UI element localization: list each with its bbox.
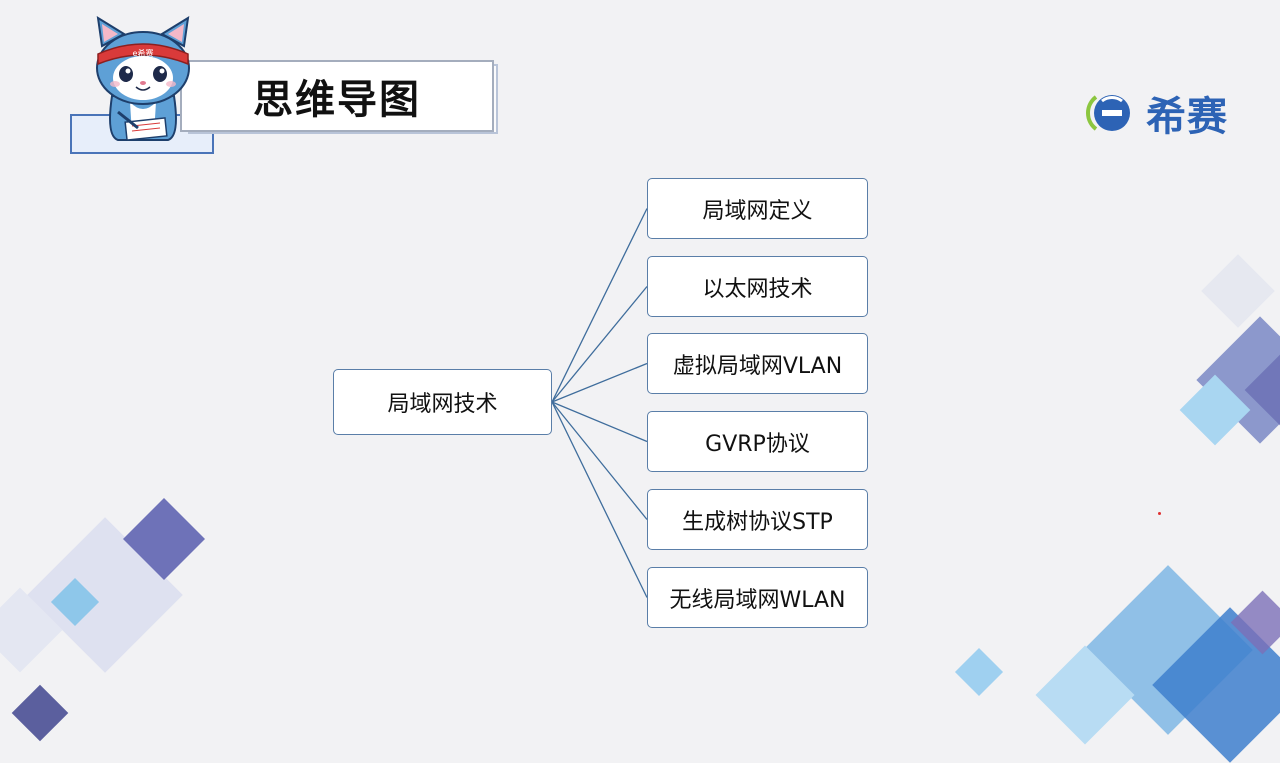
branch-label: 以太网技术 [702, 276, 813, 302]
branch-label: 无线局域网WLAN [669, 587, 846, 613]
e-circle-logo-icon [1086, 95, 1130, 131]
mindmap-center-node[interactable]: 局域网技术 [333, 369, 552, 435]
page-title: 思维导图 [253, 77, 421, 123]
branch-label: 局域网定义 [702, 198, 813, 224]
headband-text: e希赛 [133, 48, 154, 58]
branch-node-wlan[interactable]: 无线局域网WLAN [647, 567, 868, 628]
connector-line-1 [551, 286, 648, 403]
connector-line-2 [551, 362, 648, 403]
cat-mascot-icon: e希赛 [96, 16, 190, 141]
branch-node-vlan[interactable]: 虚拟局域网VLAN [647, 333, 868, 394]
branch-label: GVRP协议 [705, 431, 810, 457]
branch-node-ethernet[interactable]: 以太网技术 [647, 256, 868, 317]
branch-node-gvrp[interactable]: GVRP协议 [647, 411, 868, 472]
connector-line-0 [551, 208, 648, 403]
logo-text: 希赛 [1146, 94, 1228, 140]
connector-line-4 [551, 401, 648, 520]
mindmap-connectors [551, 208, 648, 598]
brand-logo: 希赛 [1082, 84, 1228, 142]
connector-line-3 [551, 401, 648, 443]
branch-label: 虚拟局域网VLAN [672, 353, 843, 379]
laser-pointer-dot [1158, 512, 1161, 515]
title-banner: 思维导图 [70, 58, 500, 154]
branch-node-lan-definition[interactable]: 局域网定义 [647, 178, 868, 239]
title-box: 思维导图 [180, 60, 494, 132]
connector-line-5 [551, 401, 648, 598]
branch-node-stp[interactable]: 生成树协议STP [647, 489, 868, 550]
branch-label: 生成树协议STP [682, 509, 833, 535]
center-node-label: 局域网技术 [387, 392, 498, 417]
